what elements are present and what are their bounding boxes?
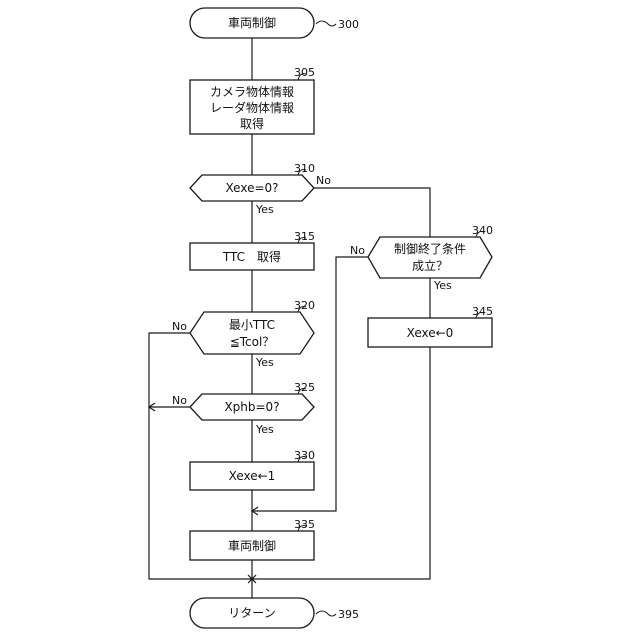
decision-320-line: ≦Tcol？: [230, 335, 275, 349]
flow-line-310-no: [314, 188, 430, 237]
start-terminal-label: 車両制御: [228, 15, 276, 30]
ref-number: 335: [294, 518, 315, 531]
ref-number: 395: [338, 608, 359, 621]
decision-340-line: 成立？: [412, 258, 448, 273]
process-305-line: カメラ物体情報: [210, 85, 294, 99]
ref-number: 345: [472, 305, 493, 318]
yes-label: Yes: [255, 423, 274, 436]
end-terminal-label: リターン: [228, 606, 275, 620]
ref-number: 310: [294, 162, 315, 175]
decision-320: 最小TTC ≦Tcol？ 320 No Yes: [172, 299, 315, 369]
ref-leader: [316, 611, 336, 616]
decision-325-label: Xphb=0?: [224, 400, 279, 414]
ref-number: 340: [472, 224, 493, 237]
ref-leader: [316, 21, 336, 26]
process-315-label: TTC 取得: [222, 249, 281, 264]
yes-label: Yes: [433, 279, 452, 292]
decision-310-label: Xexe=0?: [225, 181, 278, 195]
no-label: No: [316, 174, 331, 187]
ref-number: 315: [294, 230, 315, 243]
decision-310: Xexe=0? 310 No Yes: [190, 162, 331, 216]
decision-325: Xphb=0? 325 No Yes: [172, 381, 315, 436]
ref-number: 300: [338, 18, 359, 31]
no-label: No: [172, 320, 187, 333]
process-305-line: 取得: [240, 116, 264, 131]
decision-320-line: 最小TTC: [229, 318, 275, 332]
process-345-label: Xexe←0: [407, 326, 454, 340]
ref-number: 305: [294, 66, 315, 79]
no-label: No: [350, 244, 365, 257]
yes-label: Yes: [255, 203, 274, 216]
yes-label: Yes: [255, 356, 274, 369]
no-label: No: [172, 394, 187, 407]
start-terminal: 車両制御 300: [190, 8, 359, 38]
process-305-line: レーダ物体情報: [210, 100, 294, 115]
ref-number: 325: [294, 381, 315, 394]
ref-number: 330: [294, 449, 315, 462]
end-terminal: リターン 395: [190, 598, 359, 628]
process-335-label: 車両制御: [228, 538, 276, 553]
decision-340-line: 制御終了条件: [394, 241, 466, 256]
decision-340: 制御終了条件 成立？ 340 No Yes: [350, 224, 493, 292]
ref-number: 320: [294, 299, 315, 312]
process-330-label: Xexe←1: [229, 469, 276, 483]
